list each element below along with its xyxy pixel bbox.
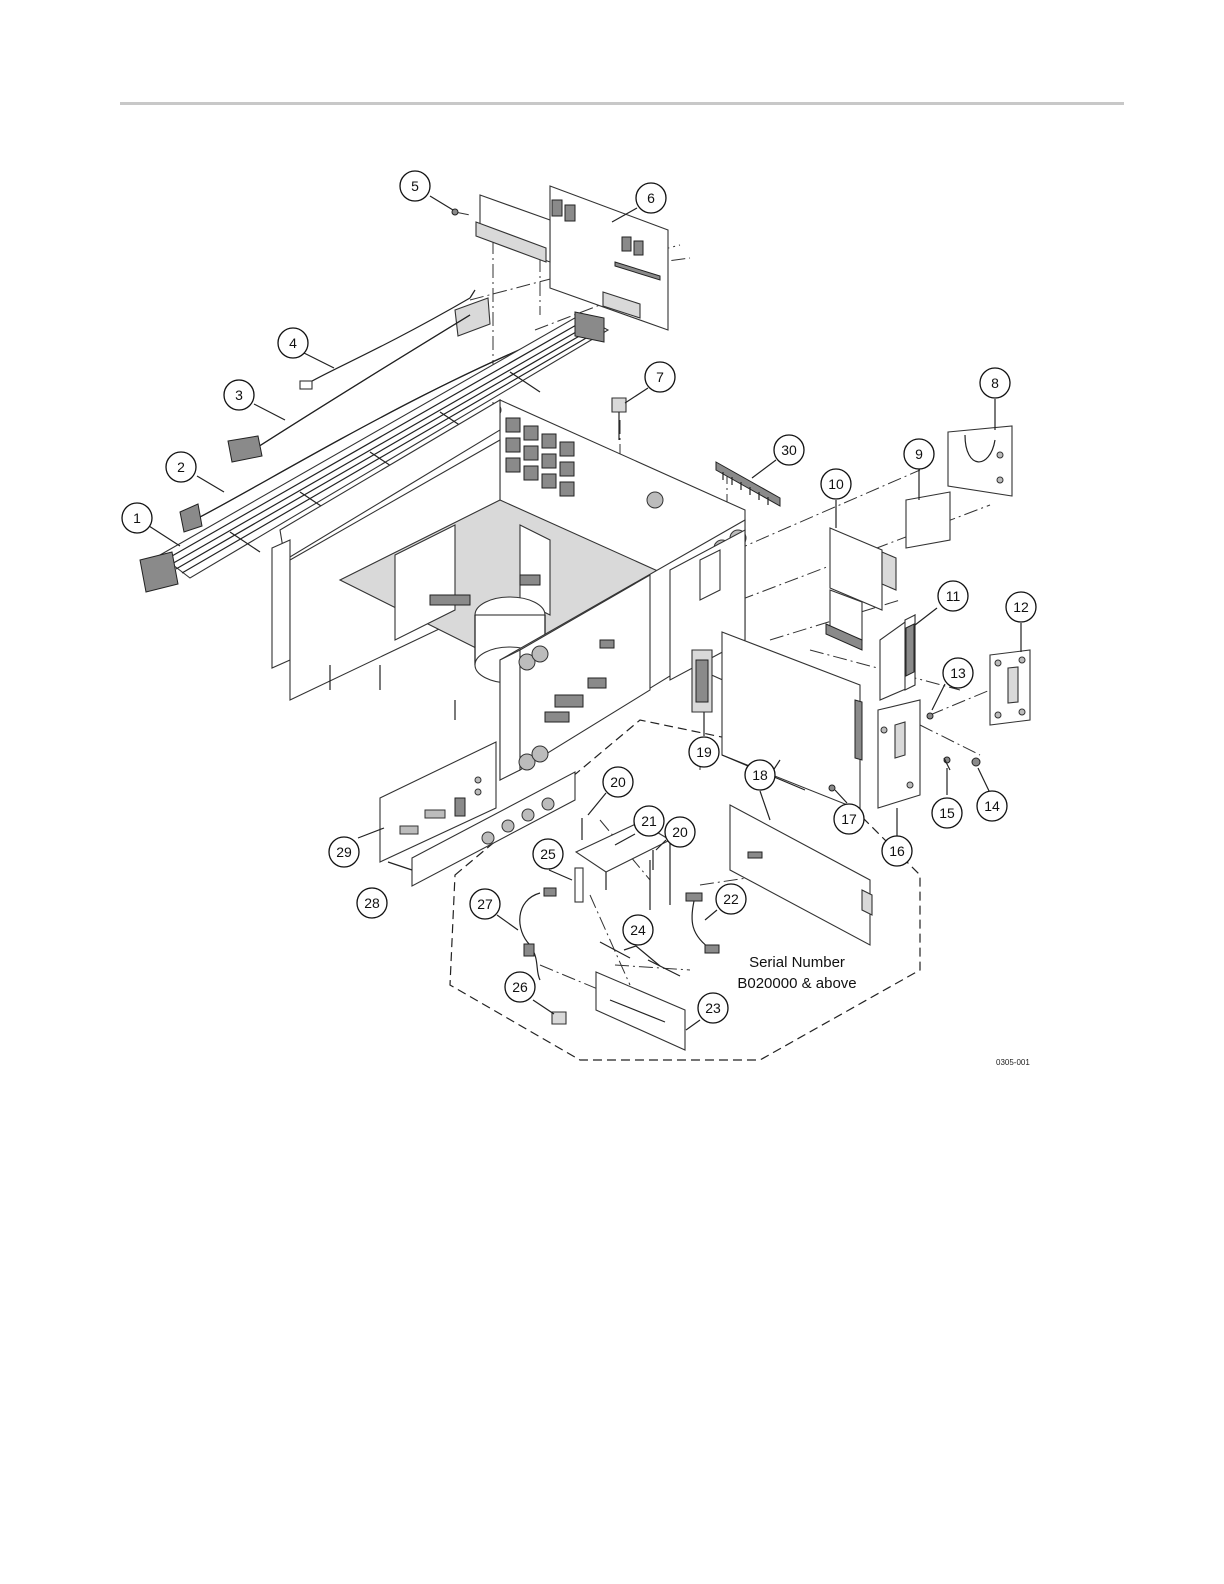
part-27-cable [520, 888, 556, 980]
callout-3: 3 [224, 380, 254, 410]
callout-label: 11 [946, 588, 961, 604]
callout-label: 9 [915, 446, 923, 462]
callout-label: 19 [696, 744, 712, 760]
callout-20-lower: 20 [665, 817, 695, 847]
callout-1: 1 [122, 503, 152, 533]
callout-label: 17 [841, 811, 857, 827]
callout-label: 14 [984, 798, 1000, 814]
callout-label: 26 [512, 979, 528, 995]
part-19-connector [692, 650, 712, 712]
part-22-cable [686, 893, 719, 953]
part-30-strip [716, 462, 780, 506]
callout-25: 25 [533, 839, 563, 869]
callout-19: 19 [689, 737, 719, 767]
callout-label: 22 [723, 891, 739, 907]
callout-15: 15 [932, 798, 962, 828]
callout-label: 25 [540, 846, 556, 862]
callout-label: 3 [235, 387, 243, 403]
callout-12: 12 [1006, 592, 1036, 622]
callout-10: 10 [821, 469, 851, 499]
callout-label: 5 [411, 178, 419, 194]
callout-16: 16 [882, 836, 912, 866]
callout-label: 23 [705, 1000, 721, 1016]
callout-label: 29 [336, 844, 352, 860]
callout-27: 27 [470, 889, 500, 919]
callout-7: 7 [645, 362, 675, 392]
callout-label: 13 [950, 665, 966, 681]
part-25-standoff [575, 868, 583, 902]
callout-28: 28 [357, 888, 387, 918]
callout-4: 4 [278, 328, 308, 358]
part-9-label [906, 492, 950, 548]
figure-code: 0305-001 [996, 1058, 1030, 1067]
callout-17: 17 [834, 804, 864, 834]
callout-21: 21 [634, 806, 664, 836]
callout-label: 30 [781, 442, 797, 458]
part-8-plate [948, 426, 1012, 496]
callout-8: 8 [980, 368, 1010, 398]
callout-label: 24 [630, 922, 646, 938]
callout-label: 10 [828, 476, 844, 492]
callout-9: 9 [904, 439, 934, 469]
callout-2: 2 [166, 452, 196, 482]
callout-label: 20 [672, 824, 688, 840]
serial-number-note-line2: B020000 & above [737, 975, 856, 992]
callout-label: 7 [656, 369, 664, 385]
callout-label: 12 [1013, 599, 1029, 615]
callout-23: 23 [698, 993, 728, 1023]
callout-29: 29 [329, 837, 359, 867]
callout-label: 6 [647, 190, 655, 206]
callout-label: 27 [477, 896, 493, 912]
part-24-rails [600, 942, 680, 976]
part-23-board [596, 972, 685, 1050]
callout-label: 28 [364, 895, 380, 911]
part-16-bracket [878, 700, 920, 808]
part-7-clip [612, 398, 626, 440]
callout-label: 21 [641, 813, 657, 829]
cable-4 [300, 290, 490, 389]
callout-label: 1 [133, 510, 141, 526]
callout-label: 15 [939, 805, 955, 821]
callout-label: 20 [610, 774, 626, 790]
part-11-bracket [880, 615, 915, 700]
callout-22: 22 [716, 884, 746, 914]
callout-14: 14 [977, 791, 1007, 821]
callout-26: 26 [505, 972, 535, 1002]
callout-11: 11 [938, 581, 968, 611]
callout-label: 16 [889, 843, 905, 859]
callout-18: 18 [745, 760, 775, 790]
callout-label: 18 [752, 767, 768, 783]
callout-13: 13 [943, 658, 973, 688]
serial-number-note-line1: Serial Number [749, 954, 845, 971]
callout-label: 8 [991, 375, 999, 391]
callout-24: 24 [623, 915, 653, 945]
callout-label: 2 [177, 459, 185, 475]
part-12-plate [990, 650, 1030, 725]
callout-label: 4 [289, 335, 297, 351]
part-21-bracket [576, 822, 670, 910]
callout-6: 6 [636, 183, 666, 213]
part-10-ribbon-cable [826, 528, 896, 650]
callout-30: 30 [774, 435, 804, 465]
callout-5: 5 [400, 171, 430, 201]
part-5-bracket-plate [452, 195, 550, 262]
callout-20-upper: 20 [603, 767, 633, 797]
